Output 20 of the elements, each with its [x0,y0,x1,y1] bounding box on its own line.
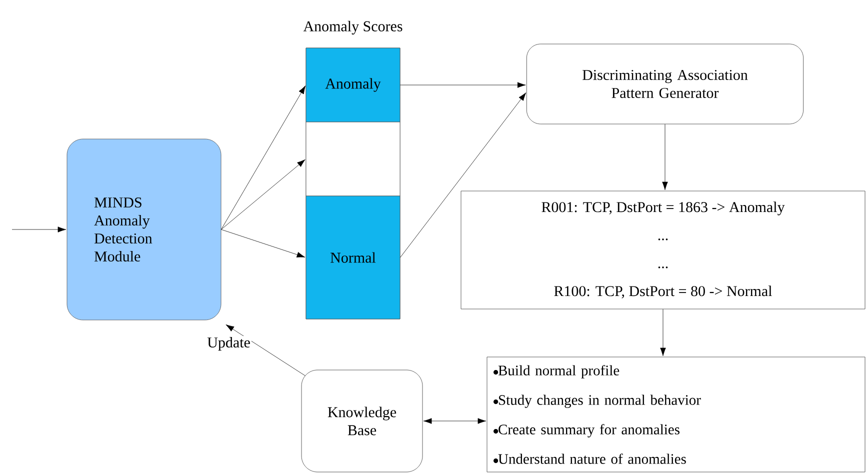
edge-label: Update [207,337,250,351]
process-box: MINDS Anomaly Detection Module [66,138,222,320]
arrow [400,92,526,258]
heading: Anomaly Scores [303,20,402,34]
score-segment: Anomaly [306,48,400,122]
task-list-box: Build normal profile Study changes in normal behavior Create summary for anomalies Understand nature of anomalies [486,356,866,472]
arrow [221,86,306,230]
arrow [662,124,668,190]
arrow [221,159,306,230]
score-segment: Normal [306,196,400,320]
arrow [12,226,66,232]
score-segment [306,122,400,196]
arrow [660,309,666,356]
arrow [221,229,306,258]
arrow [400,82,526,88]
process-box: Discriminating Association Pattern Generator [526,44,804,124]
arrow [226,324,306,376]
rules-box: R001: TCP, DstPort = 1863 -> Anomaly ... ... R100: TCP, DstPort = 80 -> Normal [460,190,866,310]
arrow [423,418,486,424]
storage-box: Knowledge Base [301,370,423,472]
